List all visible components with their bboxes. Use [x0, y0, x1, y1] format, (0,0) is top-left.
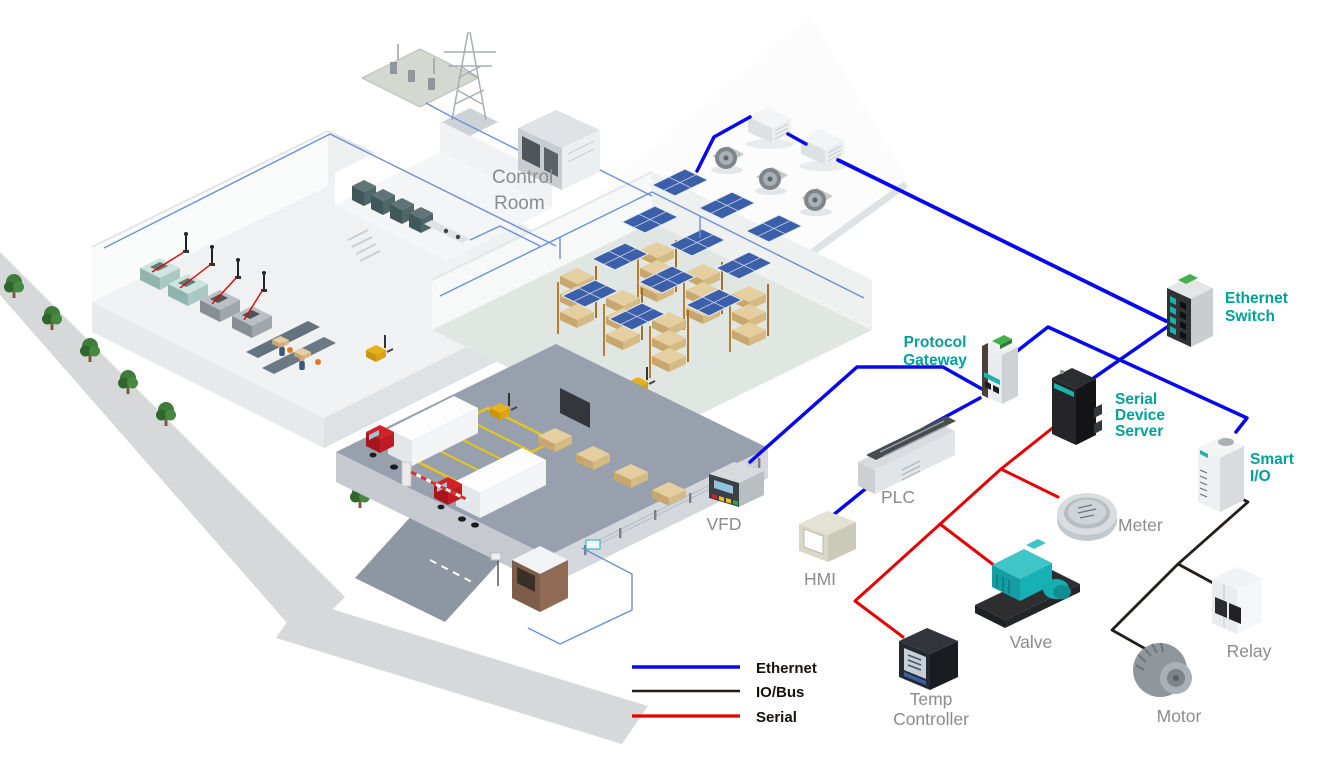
agv-cart [585, 539, 601, 550]
smart-io-label-line2: I/O [1250, 468, 1271, 485]
camera [490, 552, 502, 561]
temp-controller-label-line2: Controller [893, 709, 969, 729]
protocol-gateway-label-line1: Protocol [904, 334, 967, 351]
meter-device [1057, 493, 1117, 541]
relay-label: Relay [1227, 641, 1272, 661]
legend-ethernet-label: Ethernet [756, 660, 817, 677]
power-cabinet [518, 110, 600, 190]
protocol-gateway-device [982, 335, 1018, 404]
network-devices [709, 274, 1262, 697]
dock-door [560, 388, 590, 428]
serial-device-server-label-line3: Server [1115, 423, 1163, 440]
ethernet-switch-device [1167, 274, 1213, 347]
plc-device [858, 416, 956, 494]
hmi-device [799, 511, 856, 562]
ethernet-switch-label-line2: Switch [1225, 308, 1275, 325]
vfd-device [709, 462, 764, 507]
transmission-tower [442, 31, 498, 136]
control-room-label-line1: Control [492, 167, 553, 188]
site-wiring [103, 102, 865, 645]
serial-device-server-device [1052, 368, 1102, 445]
smart-io-label-line1: Smart [1250, 451, 1294, 468]
factory-machines [140, 231, 394, 374]
control-room-block [335, 120, 552, 262]
site-illustration [0, 16, 909, 744]
stairs [347, 229, 381, 262]
meter-label: Meter [1118, 515, 1163, 535]
conveyor [246, 321, 336, 374]
smart-io-device [1198, 436, 1244, 512]
legend: Ethernet IO/Bus Serial [632, 660, 817, 726]
vfd-label: VFD [707, 514, 742, 534]
serial-device-server-label-line1: Serial [1115, 391, 1157, 408]
legend-serial-label: Serial [756, 709, 797, 726]
gate-barrier [401, 461, 469, 502]
legend-iobus-label: IO/Bus [756, 684, 804, 701]
hmi-label: HMI [804, 569, 836, 589]
labels: Control Room Ethernet Switch Protocol Ga… [492, 167, 1294, 729]
valve-device [975, 539, 1080, 628]
guard-house [512, 546, 568, 612]
ethernet-switch-label-line1: Ethernet [1225, 290, 1288, 307]
temp-controller-device [899, 628, 958, 690]
plc-label: PLC [881, 487, 915, 507]
motor-device [1133, 642, 1192, 697]
control-room-label-line2: Room [494, 193, 545, 214]
temp-controller-label-line1: Temp [910, 689, 953, 709]
serial-lines [853, 424, 1060, 639]
valve-label: Valve [1010, 632, 1052, 652]
relay-device [1212, 567, 1262, 634]
machine-serial-links [151, 251, 263, 321]
protocol-gateway-label-line2: Gateway [903, 352, 967, 369]
motor-label: Motor [1157, 706, 1202, 726]
serial-device-server-label-line2: Device [1115, 407, 1165, 424]
